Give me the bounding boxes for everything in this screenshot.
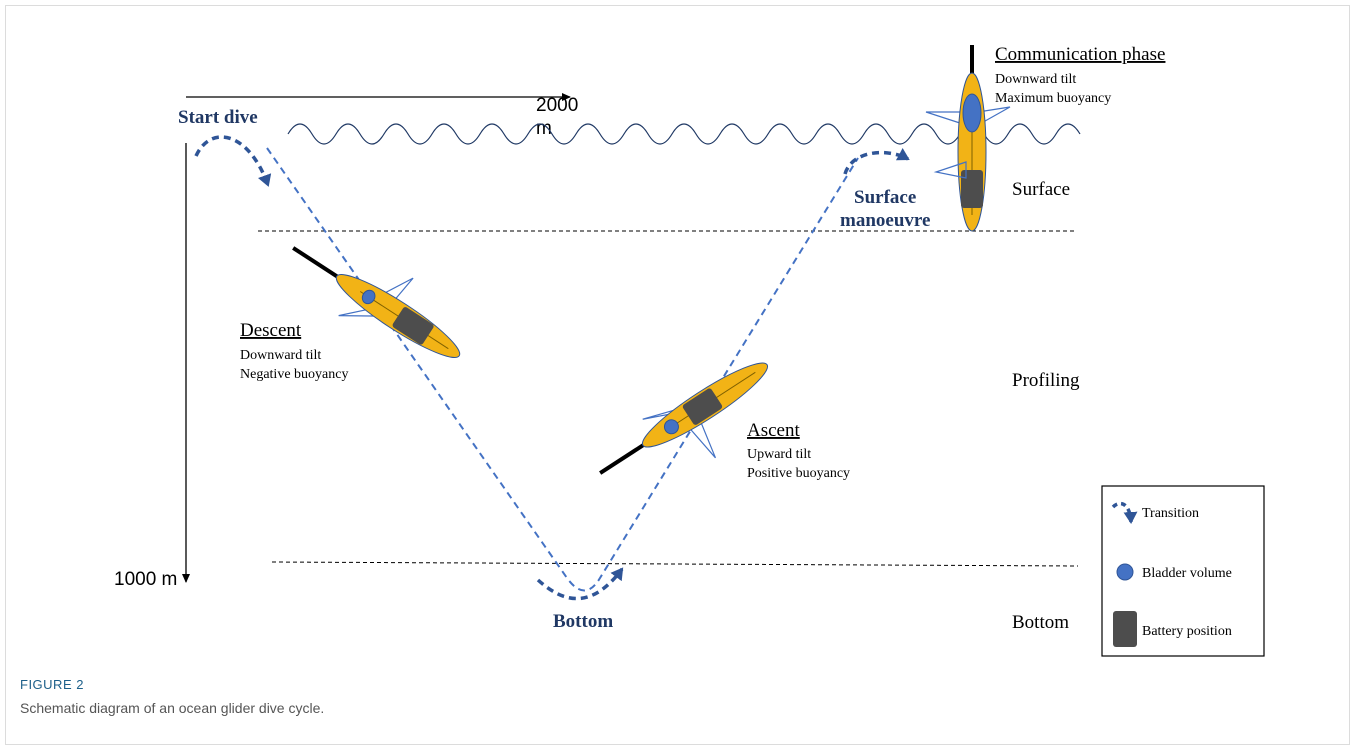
bottom-transition-label: Bottom	[553, 611, 613, 632]
bladder-icon	[962, 93, 982, 133]
surface-manoeuvre-label-line1: Surface	[854, 187, 916, 208]
legend-transition-icon	[1111, 501, 1138, 524]
start-dive-transition-arrow	[194, 135, 272, 187]
communication-phase-line2: Maximum buoyancy	[995, 91, 1111, 106]
glider-communication	[925, 45, 1011, 232]
battery-icon	[961, 170, 983, 208]
glider-tail-left	[933, 161, 967, 179]
figure-caption: Schematic diagram of an ocean glider div…	[20, 700, 325, 716]
descent-line2: Negative buoyancy	[240, 367, 348, 382]
glider-ascent	[599, 362, 769, 475]
communication-phase-line1: Downward tilt	[995, 72, 1076, 87]
bottom-transition-arrow	[536, 567, 624, 601]
ascent-title: Ascent	[747, 420, 800, 441]
zone-profiling-label: Profiling	[1012, 370, 1080, 391]
zone-bottom-label: Bottom	[1012, 612, 1069, 633]
horizontal-axis-unit: m	[536, 118, 552, 139]
battery-icon	[392, 307, 434, 345]
figure-label: FIGURE 2	[20, 677, 84, 692]
communication-phase-title: Communication phase	[995, 44, 1165, 65]
zone-surface-label: Surface	[1012, 179, 1070, 200]
ascent-line2: Positive buoyancy	[747, 466, 850, 481]
surface-transition-arrow	[843, 148, 910, 175]
legend-battery-label: Battery position	[1142, 624, 1232, 639]
battery-icon	[682, 388, 723, 425]
legend: Transition Bladder volume Battery positi…	[1101, 485, 1265, 657]
sea-surface-wave	[287, 123, 1081, 145]
surface-manoeuvre-label-line2: manoeuvre	[840, 210, 930, 231]
legend-bladder-icon	[1116, 563, 1134, 581]
legend-bladder-label: Bladder volume	[1142, 566, 1232, 581]
descent-title: Descent	[240, 320, 302, 341]
horizontal-axis-label: 2000	[536, 95, 578, 116]
descent-line1: Downward tilt	[240, 348, 321, 363]
start-dive-label: Start dive	[178, 107, 258, 128]
bottom-boundary-line	[271, 561, 1079, 567]
ascent-line1: Upward tilt	[747, 447, 811, 462]
vertical-axis-label: 1000 m	[114, 569, 177, 590]
dive-trajectory	[266, 147, 859, 592]
glider-descent	[292, 246, 461, 358]
bladder-icon	[361, 289, 376, 305]
bladder-icon	[663, 419, 679, 435]
legend-battery-icon	[1113, 611, 1137, 647]
legend-transition-label: Transition	[1142, 506, 1199, 521]
